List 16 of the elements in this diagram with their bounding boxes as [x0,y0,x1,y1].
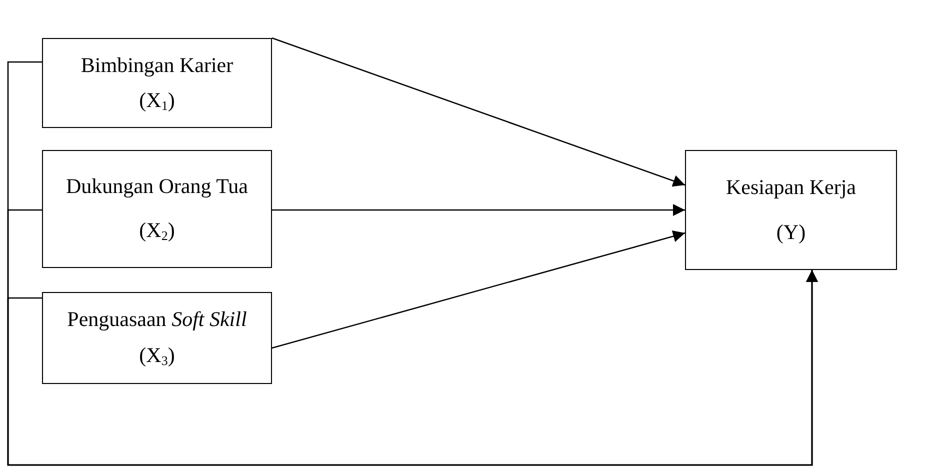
variable-label: (X$_{1}$) [139,88,175,114]
variable-label: (X$_{3}$) [139,343,175,369]
variable-box [685,150,897,270]
variable-box [42,150,272,268]
variable-label: (X$_{2}$) [139,218,175,244]
variable-box [42,292,272,384]
arrow [272,37,686,187]
variable-label: (Y) [776,220,806,246]
variable-label: Dukungan Orang Tua [66,174,248,200]
arrow [272,230,686,349]
variable-label: Kesiapan Kerja [726,174,856,200]
variable-label: Bimbingan Karier [80,52,234,78]
variable-label: Penguasaan Soft Skill [67,307,247,333]
arrow [7,270,818,466]
arrow [272,204,685,216]
variable-box [42,38,272,128]
